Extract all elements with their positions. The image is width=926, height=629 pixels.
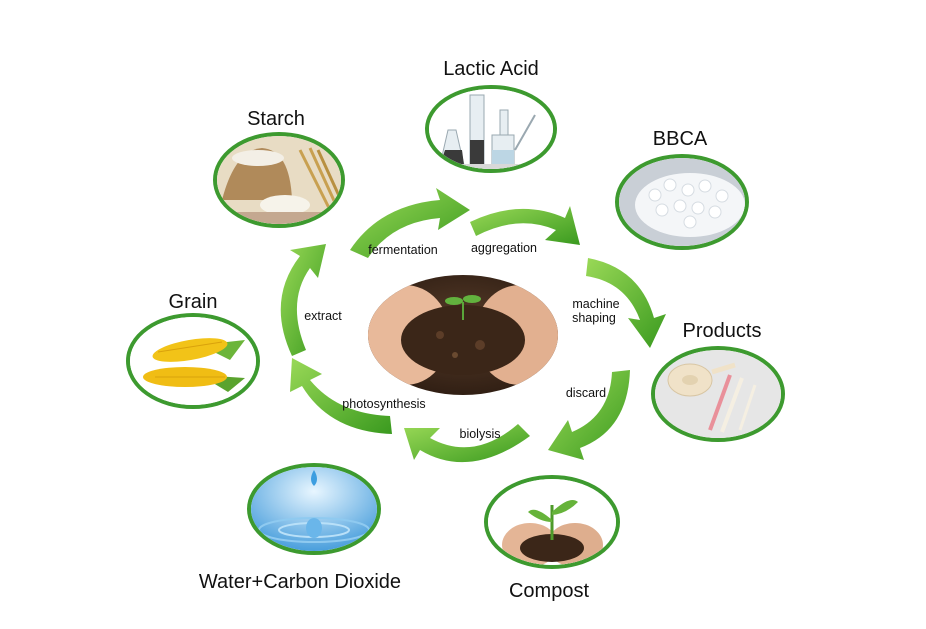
node-lactic-acid: Lactic Acid: [427, 58, 555, 172]
step-extract-label: extract: [304, 309, 342, 323]
lactic-acid-label: Lactic Acid: [443, 58, 539, 80]
step-discard-label: discard: [566, 386, 606, 400]
node-water-co2: Water+Carbon Dioxide: [199, 465, 401, 593]
node-grain: Grain: [128, 291, 258, 407]
bbca-label: BBCA: [653, 128, 708, 150]
step-photosynthesis-label: photosynthesis: [342, 397, 425, 411]
products-label: Products: [683, 320, 762, 342]
node-products: Products: [653, 320, 783, 440]
step-machine-label: machine: [572, 297, 619, 311]
node-compost: Compost: [486, 477, 618, 602]
starch-label: Starch: [247, 108, 305, 130]
arrow-photosynthesis: [290, 358, 392, 434]
water-co2-label: Water+Carbon Dioxide: [199, 571, 401, 593]
step-aggregation-label: aggregation: [471, 241, 537, 255]
step-biolysis-label: biolysis: [460, 427, 501, 441]
node-bbca: BBCA: [617, 128, 747, 248]
arrow-aggregation: [470, 206, 580, 245]
arrow-extract: [281, 244, 326, 356]
step-shaping-label: shaping: [572, 311, 616, 325]
node-starch: Starch: [215, 108, 345, 228]
center-soil-image: [360, 270, 570, 400]
compost-label: Compost: [509, 580, 589, 602]
arrow-discard: [548, 370, 630, 460]
grain-label: Grain: [169, 291, 218, 313]
step-fermentation-label: fermentation: [368, 243, 438, 257]
